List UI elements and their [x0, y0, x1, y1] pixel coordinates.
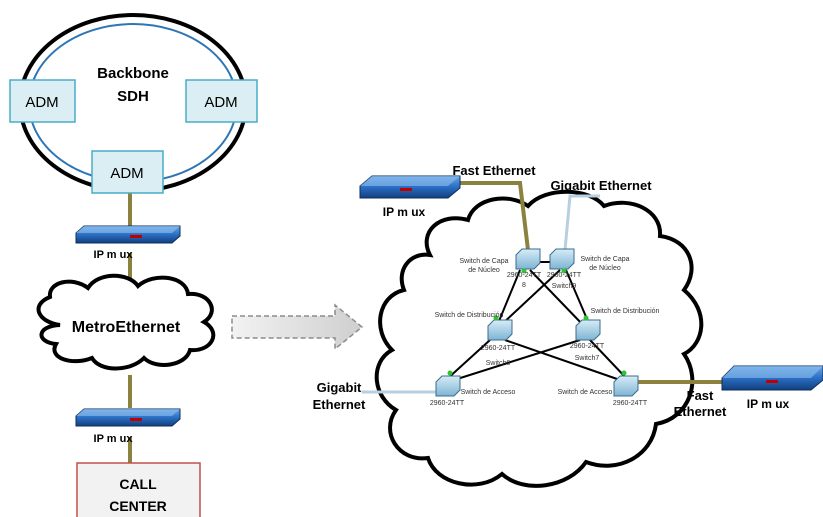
switch-access-left	[435, 370, 461, 397]
campus-network-cloud	[374, 189, 704, 488]
dashed-arrow	[231, 303, 364, 351]
switch-core-right	[549, 248, 575, 274]
adm-left-box: ADM	[9, 79, 76, 123]
backbone-title: Backbone	[97, 65, 169, 82]
switch-core-left	[515, 248, 541, 274]
switch-access-right	[613, 370, 639, 397]
ipmux-device-cloud-right	[721, 365, 823, 391]
core-right-role-1: Switch de Capa	[580, 256, 629, 263]
core-left-model: 2960-24TT	[507, 272, 542, 279]
acc-right-model: 2960-24TT	[613, 400, 648, 407]
switch-distribution-right	[575, 315, 601, 341]
switch-distribution-left	[487, 315, 513, 341]
core-right-name: Switch9	[552, 283, 577, 290]
call-center-line1: CALL	[119, 476, 157, 492]
acc-left-role: Switch de Acceso	[461, 389, 516, 396]
core-left-role-2: de Núcleo	[468, 267, 500, 274]
call-center-line2: CENTER	[109, 498, 167, 514]
gigabit-ethernet-top-label: Gigabit Ethernet	[550, 178, 652, 193]
dist-right-model: 2960-24TT	[570, 343, 605, 350]
gigabit-ethernet-left-label-2: Ethernet	[313, 397, 366, 412]
ipmux-cloud-left-label: IP m ux	[383, 205, 426, 219]
core-left-name: 8	[522, 282, 526, 289]
ipmux-top-left-label: IP m ux	[94, 249, 134, 261]
ipmux-device-cloud-left	[359, 175, 461, 199]
adm-bottom-box: ADM	[91, 150, 164, 194]
acc-right-role: Switch de Acceso	[558, 389, 613, 396]
dist-left-name: Switch6	[486, 360, 511, 367]
dist-right-role: Switch de Distribución	[591, 308, 660, 315]
core-left-role-1: Switch de Capa	[459, 258, 508, 265]
gigabit-ethernet-left-label-1: Gigabit	[317, 380, 362, 395]
metro-ethernet-label: MetroEthernet	[72, 319, 181, 336]
dist-left-role: Switch de Distribución	[435, 312, 504, 319]
call-center-box: CALL CENTER	[76, 462, 201, 517]
fast-ethernet-top-label: Fast Ethernet	[452, 163, 536, 178]
metro-ethernet-cloud	[36, 273, 216, 371]
ipmux-cloud-right-label: IP m ux	[747, 397, 790, 411]
core-right-model: 2960-24TT	[547, 272, 582, 279]
fast-ethernet-right-label-1: Fast	[687, 388, 714, 403]
dist-right-name: Switch7	[575, 355, 600, 362]
acc-left-model: 2960-24TT	[430, 400, 465, 407]
dist-left-model: 2960-24TT	[481, 345, 516, 352]
backbone-subtitle: SDH	[117, 88, 149, 105]
fast-ethernet-right-label-2: Ethernet	[674, 404, 727, 419]
ipmux-device-bottom-left	[75, 408, 181, 427]
adm-right-label: ADM	[204, 94, 237, 111]
ipmux-device-top-left	[75, 225, 181, 244]
adm-left-label: ADM	[25, 94, 58, 111]
link-fast-ethernet-top	[460, 181, 530, 251]
adm-right-box: ADM	[185, 79, 258, 123]
core-right-role-2: de Núcleo	[589, 265, 621, 272]
link-gigabit-ethernet-top	[563, 194, 600, 251]
adm-bottom-label: ADM	[110, 165, 143, 182]
ipmux-bottom-left-label: IP m ux	[94, 433, 134, 445]
